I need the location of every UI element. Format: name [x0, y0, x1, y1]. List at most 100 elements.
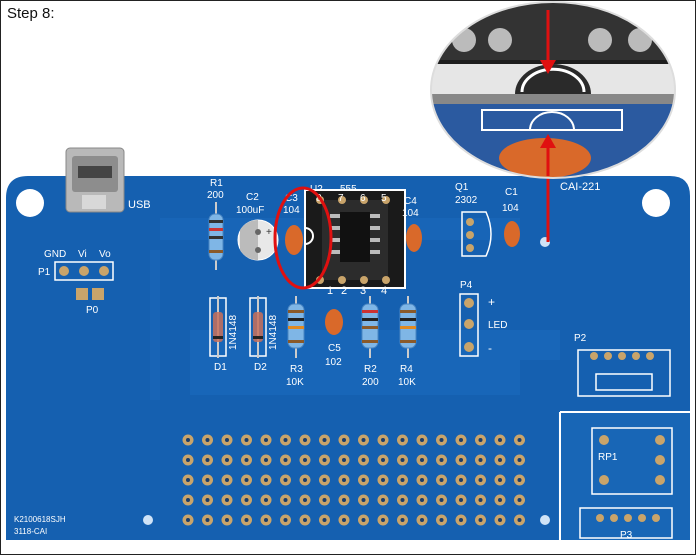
- step-label: Step 8:: [7, 5, 55, 22]
- proto-pad-hole: [244, 518, 249, 522]
- proto-pad-hole: [283, 518, 288, 522]
- proto-pad-hole: [361, 438, 366, 442]
- proto-pad-hole: [303, 478, 307, 482]
- svg-text:C1: C1: [505, 187, 518, 198]
- transistor-q1: Q1 2302: [455, 182, 492, 257]
- proto-pad-hole: [439, 478, 444, 482]
- svg-text:104: 104: [502, 203, 519, 214]
- proto-pad-hole: [303, 438, 307, 442]
- proto-pad-hole: [264, 518, 268, 522]
- proto-pad-hole: [264, 498, 268, 502]
- svg-text:6: 6: [360, 193, 366, 204]
- usb-connector: USB: [65, 147, 151, 213]
- proto-pad-hole: [322, 498, 327, 502]
- proto-pad-hole: [225, 458, 229, 462]
- proto-pad-hole: [244, 438, 249, 442]
- mount-hole-top-right: [642, 189, 670, 217]
- svg-text:LED: LED: [488, 320, 507, 331]
- proto-pad-hole: [478, 498, 483, 502]
- proto-pad-hole: [498, 518, 502, 522]
- proto-pad-hole: [400, 518, 405, 522]
- svg-text:100uF: 100uF: [236, 205, 264, 216]
- svg-text:102: 102: [325, 357, 342, 368]
- proto-pad-hole: [342, 478, 346, 482]
- proto-pad-hole: [400, 438, 405, 442]
- proto-pad-hole: [361, 458, 366, 462]
- proto-pad-hole: [342, 518, 346, 522]
- svg-text:C5: C5: [328, 343, 341, 354]
- proto-pad-hole: [186, 438, 190, 442]
- proto-pad-hole: [322, 458, 327, 462]
- proto-pad-hole: [205, 438, 210, 442]
- resistor-r3: R3 10K: [286, 296, 305, 388]
- proto-pad-hole: [186, 478, 190, 482]
- proto-pad-hole: [498, 498, 502, 502]
- svg-text:+: +: [266, 227, 272, 238]
- svg-text:P2: P2: [574, 333, 587, 344]
- proto-pad-hole: [186, 498, 190, 502]
- proto-pad-hole: [517, 478, 522, 482]
- svg-text:RP1: RP1: [598, 452, 618, 463]
- svg-text:D1: D1: [214, 362, 227, 373]
- svg-text:3: 3: [360, 285, 366, 297]
- mount-hole-top-left: [16, 189, 44, 217]
- proto-pad-hole: [303, 498, 307, 502]
- proto-pad-hole: [342, 458, 346, 462]
- svg-text:R4: R4: [400, 364, 413, 375]
- svg-text:C4: C4: [404, 196, 417, 207]
- serial-line-2: 3118-CAI: [14, 527, 47, 536]
- proto-pad-hole: [420, 518, 424, 522]
- proto-pad-hole: [322, 478, 327, 482]
- proto-pad-hole: [400, 458, 405, 462]
- proto-pad-hole: [225, 478, 229, 482]
- led-header-p4: P4 + LED -: [459, 280, 507, 357]
- proto-pad-hole: [186, 518, 190, 522]
- svg-text:C2: C2: [246, 192, 259, 203]
- proto-pad-hole: [342, 438, 346, 442]
- svg-text:P3: P3: [620, 530, 633, 541]
- svg-text:200: 200: [207, 190, 224, 201]
- proto-pad-hole: [283, 438, 288, 442]
- resistor-r2: R2 200: [361, 296, 379, 388]
- svg-text:R1: R1: [210, 178, 223, 189]
- svg-text:200: 200: [362, 377, 379, 388]
- proto-pad-hole: [381, 518, 385, 522]
- svg-text:R3: R3: [290, 364, 303, 375]
- capacitor-c3: C3 104: [283, 193, 303, 255]
- proto-pad-hole: [439, 438, 444, 442]
- highlight-circle: [273, 186, 333, 290]
- proto-pad-hole: [283, 478, 288, 482]
- proto-pad-hole: [498, 438, 502, 442]
- proto-pad-hole: [459, 498, 463, 502]
- proto-pad-hole: [381, 498, 385, 502]
- proto-pad-hole: [205, 458, 210, 462]
- proto-pad-hole: [244, 498, 249, 502]
- proto-pad-hole: [361, 518, 366, 522]
- proto-pad-hole: [244, 458, 249, 462]
- svg-text:10K: 10K: [398, 377, 416, 388]
- proto-pad-hole: [517, 518, 522, 522]
- svg-text:P4: P4: [460, 280, 473, 291]
- proto-pad-hole: [420, 438, 424, 442]
- proto-pad-hole: [322, 518, 327, 522]
- diode-d2: 1N4148 D2: [249, 296, 279, 373]
- proto-pad-hole: [517, 458, 522, 462]
- proto-pad-hole: [439, 458, 444, 462]
- svg-text:10K: 10K: [286, 377, 304, 388]
- proto-pad-hole: [244, 478, 249, 482]
- proto-pad-hole: [420, 458, 424, 462]
- potentiometer-rp1: RP1: [591, 427, 673, 495]
- connector-p3: P3: [579, 507, 673, 541]
- proto-pad-hole: [498, 478, 502, 482]
- board-id-label: CAI-221: [560, 181, 600, 193]
- proto-pad-hole: [264, 478, 268, 482]
- svg-text:2: 2: [341, 285, 347, 297]
- svg-text:5: 5: [381, 193, 387, 204]
- capacitor-c5: C5 102: [325, 309, 343, 368]
- proto-pad-hole: [459, 518, 463, 522]
- proto-pad-hole: [205, 478, 210, 482]
- proto-pad-hole: [205, 518, 210, 522]
- proto-pad-hole: [205, 498, 210, 502]
- proto-pad-hole: [498, 458, 502, 462]
- proto-pad-hole: [361, 478, 366, 482]
